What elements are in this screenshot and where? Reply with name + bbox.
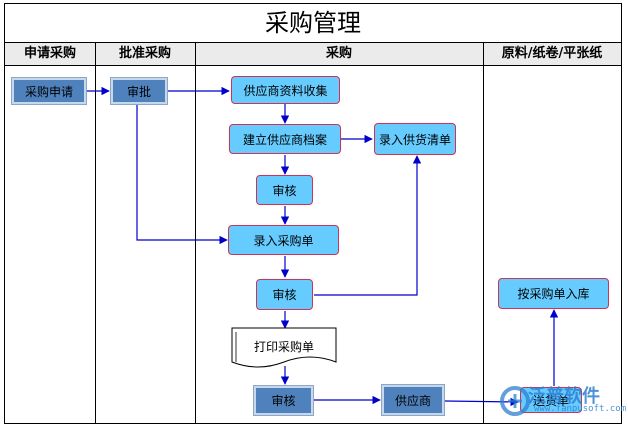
node-review-3: 审核 bbox=[253, 385, 314, 416]
lane-header-apply: 申请采购 bbox=[23, 46, 76, 61]
watermark-url: www.fanpusoft.com bbox=[534, 404, 627, 414]
watermark-logo-icon bbox=[500, 386, 530, 416]
swimlane-header: 申请采购 批准采购 采购 原料/纸卷/平张纸 bbox=[5, 42, 621, 66]
watermark: 泛普软件 www.fanpusoft.com bbox=[498, 380, 626, 424]
diagram-frame: 采购管理 申请采购 批准采购 采购 原料/纸卷/平张纸 bbox=[4, 3, 622, 424]
lane-divider bbox=[95, 42, 96, 424]
node-supplier: 供应商 bbox=[381, 384, 445, 416]
diagram-title: 采购管理 bbox=[265, 9, 361, 37]
node-deliver: 送货单 bbox=[520, 387, 582, 413]
lane-header-materials: 原料/纸卷/平张纸 bbox=[501, 46, 603, 61]
node-print-po: 打印采购单 bbox=[253, 340, 314, 354]
node-approve: 审批 bbox=[110, 77, 168, 105]
node-stock-in: 按采购单入库 bbox=[498, 278, 609, 309]
lane-divider bbox=[483, 42, 484, 424]
node-collect: 供应商资料收集 bbox=[231, 76, 340, 104]
node-enter-po: 录入采购单 bbox=[228, 225, 339, 255]
lane-divider bbox=[195, 42, 196, 424]
node-apply: 采购申请 bbox=[11, 77, 87, 105]
lane-header-purchase: 采购 bbox=[325, 46, 352, 61]
node-archive: 建立供应商档案 bbox=[229, 124, 341, 154]
node-review-2: 审核 bbox=[256, 279, 313, 310]
node-enter-list: 录入供货清单 bbox=[374, 123, 456, 155]
watermark-name: 泛普软件 bbox=[528, 386, 600, 407]
node-review-1: 审核 bbox=[256, 175, 313, 205]
lane-header-approve: 批准采购 bbox=[118, 46, 171, 61]
